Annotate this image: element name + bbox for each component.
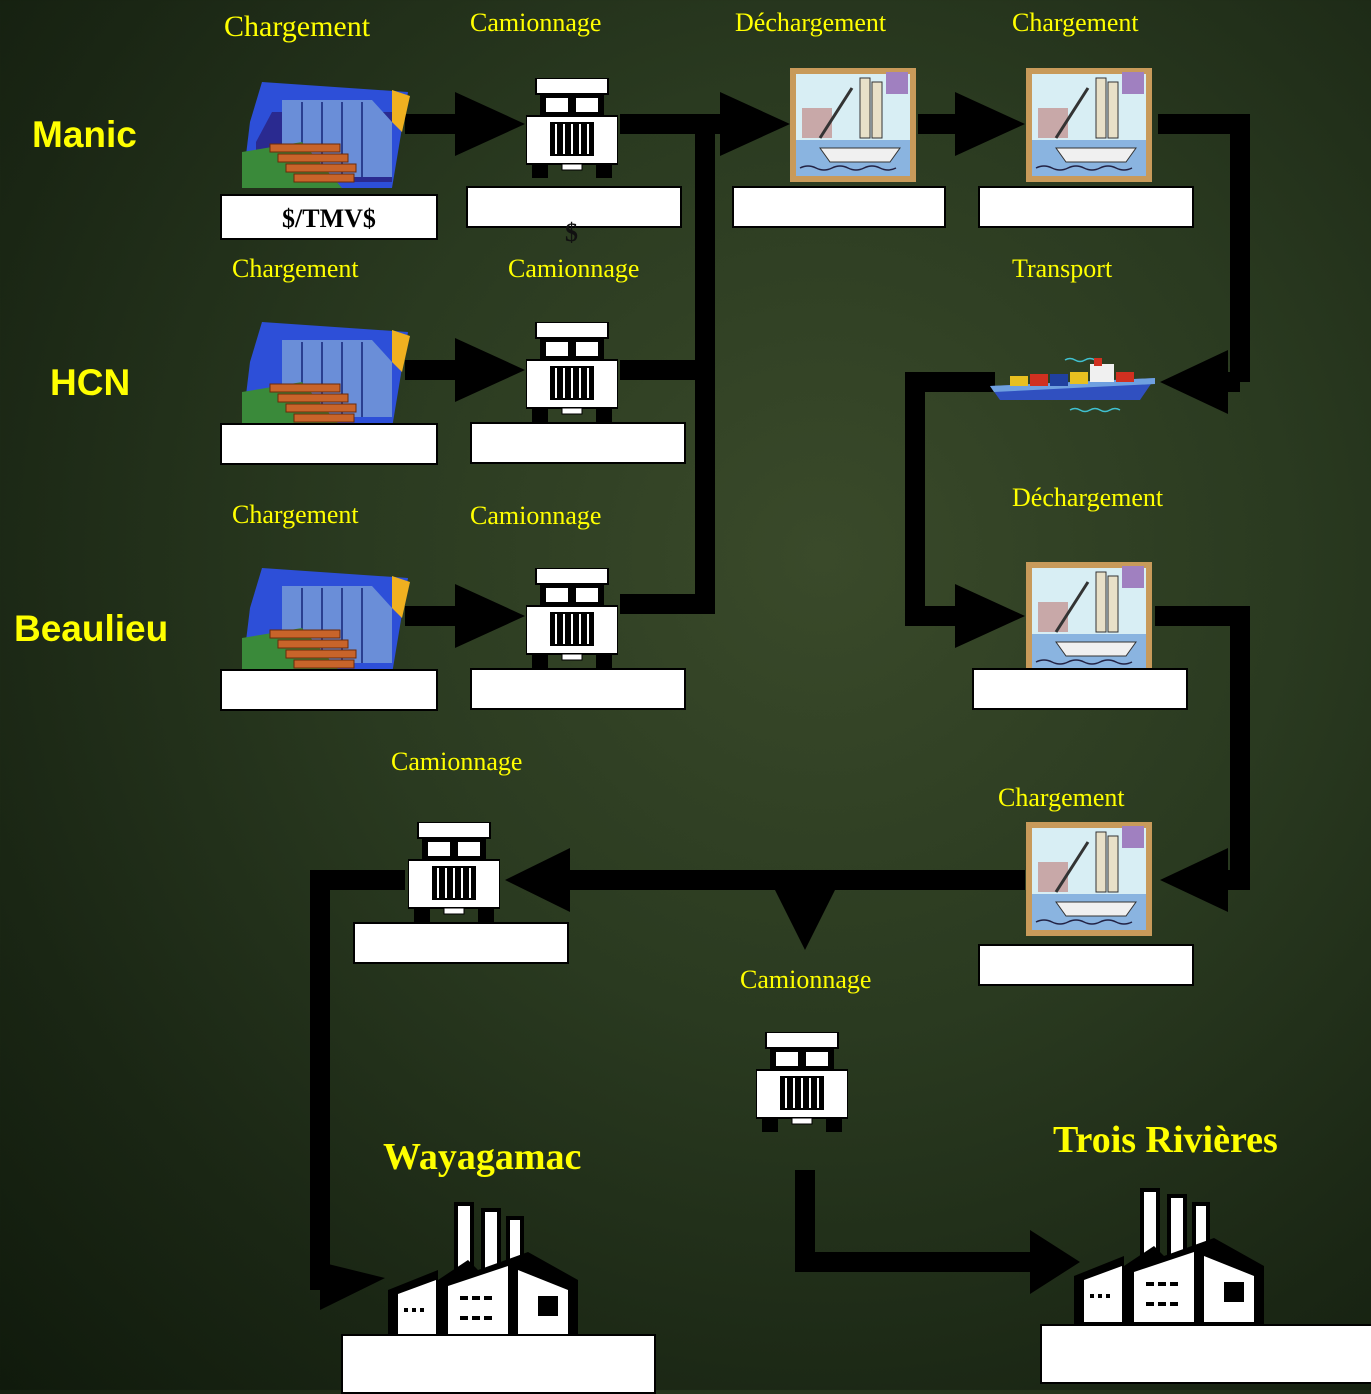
truck-icon [525,567,619,673]
label-port2-loading: Chargement [998,783,1125,812]
label-port2-unloading: Déchargement [1012,483,1164,512]
label-port1-loading: Chargement [1012,8,1139,37]
arrow-port2-to-port3 [1155,606,1250,890]
cost-box-beaulieu-loading [220,669,438,711]
label-beaulieu-trucking: Camionnage [470,501,602,530]
arrow-merge-vertical [620,124,715,614]
label-manic-trucking: Camionnage [470,8,602,37]
label-hcn-loading: Chargement [232,254,359,283]
truck-icon [525,321,619,427]
truck-icon [525,77,619,183]
arrow-to-sea [1158,114,1250,382]
arrow-sea-to-port2 [905,372,995,626]
port-icon [1026,822,1152,941]
site-manic: Manic [32,114,137,155]
label-way-trucking: Camionnage [391,747,523,776]
cost-box-manic-trucking [466,186,682,228]
truck-icon [755,1031,849,1137]
cost-box-hcn-loading [220,423,438,465]
cost-box-trois-rivieres [1040,1324,1371,1384]
port-icon [790,68,916,187]
label-tr-trucking: Camionnage [740,965,872,994]
cost-box-wayagamac [341,1334,656,1394]
label-port1-unloading: Déchargement [735,8,887,37]
warehouse-icon [242,322,410,433]
arrow-truck-to-tr [795,1170,1030,1272]
ship-icon [990,354,1155,419]
cost-box-beaulieu-trucking [470,668,686,710]
factory-icon [1074,1186,1264,1331]
factory-icon [388,1200,578,1345]
cost-box-manic-loading: $/TMV$ [220,194,438,240]
port-icon [1026,68,1152,187]
truck-icon [407,821,501,927]
cost-box-port1-loading [978,186,1194,228]
cost-box-way-trucking [353,922,569,964]
cost-box-port1-unloading [732,186,946,228]
cost-box-port2-loading [978,944,1194,986]
site-hcn: HCN [50,362,131,403]
dest-trois-rivieres: Trois Rivières [1053,1119,1278,1161]
label-sea-transport: Transport [1012,254,1113,283]
cost-box-port2-unloading [972,668,1188,710]
label-manic-loading: Chargement [224,10,371,43]
dest-wayagamac: Wayagamac [383,1136,582,1178]
arrow-truck-to-wayagamac [310,870,405,1290]
label-beaulieu-loading: Chargement [232,500,359,529]
site-beaulieu: Beaulieu [14,608,169,649]
warehouse-icon [242,568,410,679]
cost-overflow-manic-trucking: $ [565,218,578,247]
label-hcn-trucking: Camionnage [508,254,640,283]
cost-box-hcn-trucking [470,422,686,464]
warehouse-icon [242,82,410,193]
port-icon [1026,562,1152,681]
